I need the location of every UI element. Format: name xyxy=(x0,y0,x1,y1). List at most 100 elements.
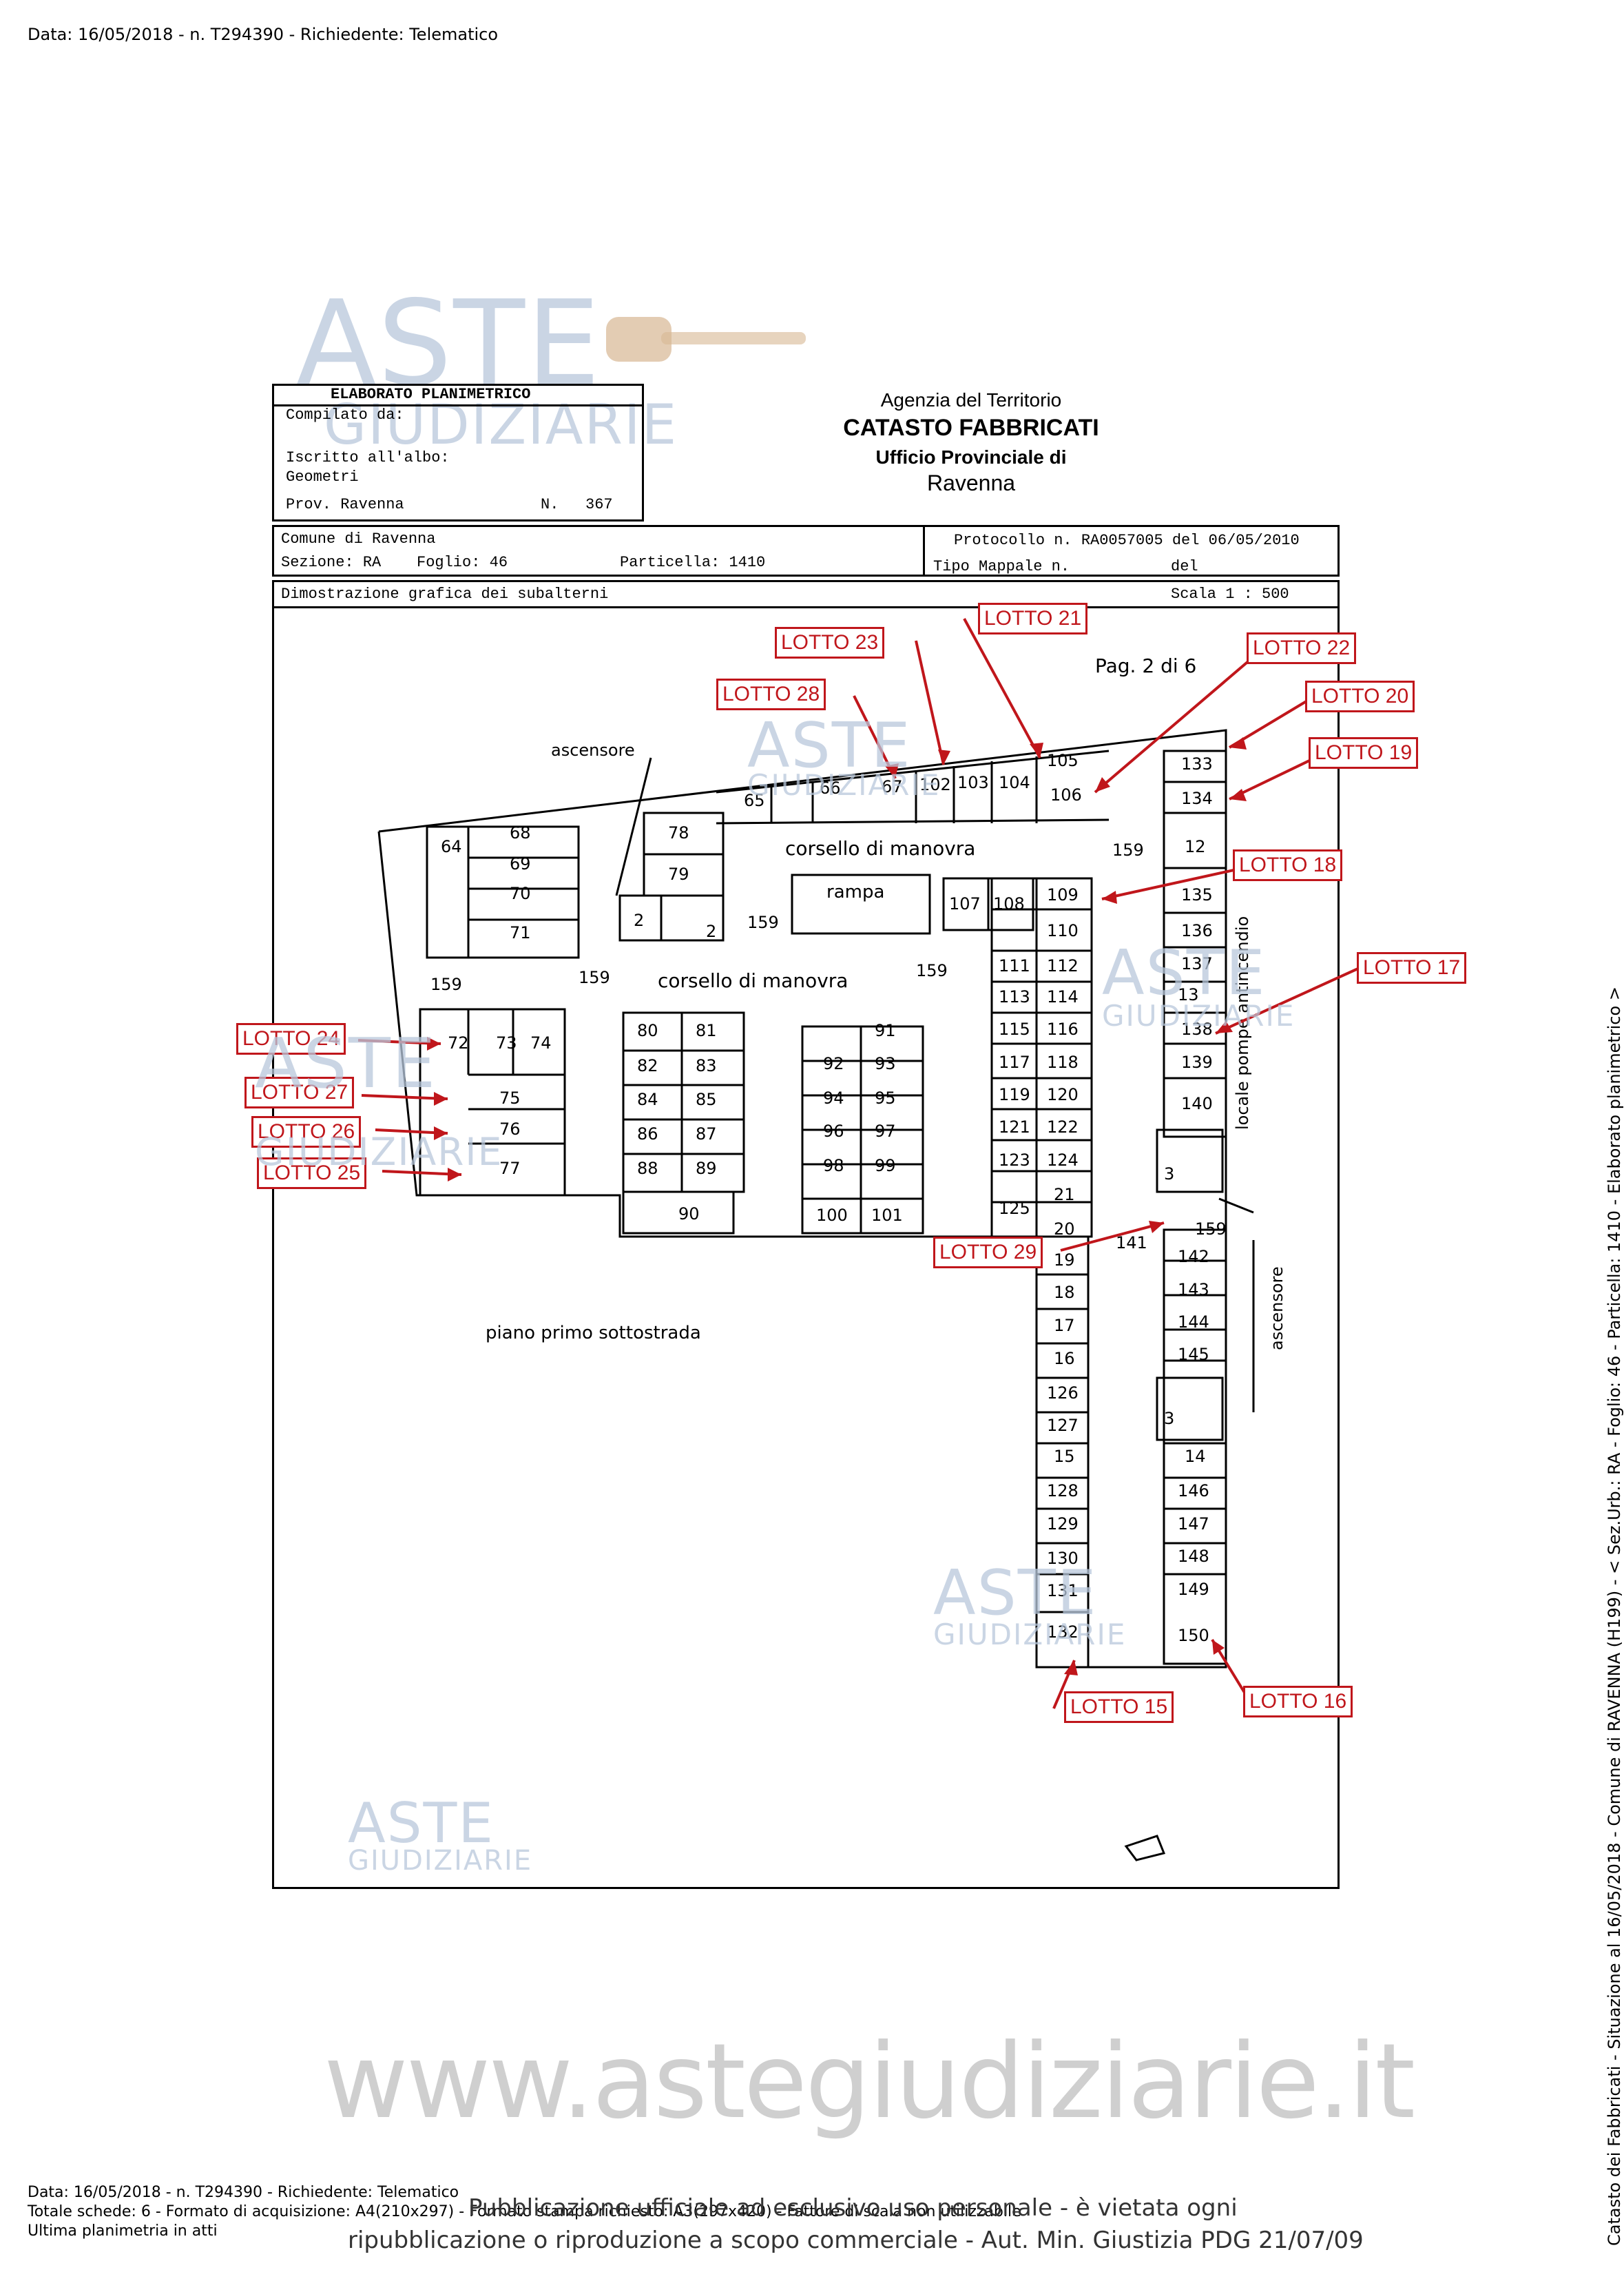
unit-3-b: 3 xyxy=(1164,1409,1175,1428)
sidebar-text: Catasto dei Fabbricati - Situazione al 1… xyxy=(1605,987,1624,2246)
unit-110: 110 xyxy=(1047,921,1079,940)
unit-137: 137 xyxy=(1181,954,1213,973)
lotto-17: LOTTO 17 xyxy=(1357,952,1467,984)
lotto-18: LOTTO 18 xyxy=(1233,849,1343,881)
unit-86: 86 xyxy=(637,1124,658,1144)
watermark-giudiziarie-3: GIUDIZIARIE xyxy=(1102,999,1295,1033)
unit-91: 91 xyxy=(875,1021,896,1040)
foglio: Foglio: 46 xyxy=(417,554,508,571)
unit-122: 122 xyxy=(1047,1117,1079,1137)
unit-159-f: 159 xyxy=(1195,1219,1227,1239)
unit-106: 106 xyxy=(1050,785,1082,805)
unit-100: 100 xyxy=(816,1206,848,1225)
footer-line3: Ultima planimetria in atti xyxy=(28,2222,218,2240)
floor-label: piano primo sottostrada xyxy=(486,1323,701,1343)
lotto-27: LOTTO 27 xyxy=(244,1077,355,1108)
particella: Particella: 1410 xyxy=(620,554,766,571)
lotto-29: LOTTO 29 xyxy=(933,1237,1043,1268)
rampa-label: rampa xyxy=(826,882,885,902)
lotto-28: LOTTO 28 xyxy=(716,679,826,710)
unit-159-c: 159 xyxy=(916,961,948,980)
watermark-giudiziarie-4: GIUDIZIARIE xyxy=(255,1130,503,1174)
lotto-24: LOTTO 24 xyxy=(236,1023,346,1055)
unit-13: 13 xyxy=(1178,985,1199,1004)
lotto-21: LOTTO 21 xyxy=(978,603,1088,634)
unit-82: 82 xyxy=(637,1056,658,1075)
unit-73: 73 xyxy=(496,1033,517,1053)
unit-142: 142 xyxy=(1178,1247,1209,1266)
province: Prov. Ravenna xyxy=(286,496,404,513)
info-box xyxy=(272,525,1340,577)
unit-18: 18 xyxy=(1054,1283,1075,1302)
sezione: Sezione: RA xyxy=(281,554,382,571)
unit-109: 109 xyxy=(1047,885,1079,905)
watermark-aste-6: ASTE xyxy=(348,1791,495,1855)
watermark-aste-5: ASTE xyxy=(933,1557,1098,1629)
watermark-aste-4: ASTE xyxy=(255,1023,437,1104)
unit-134: 134 xyxy=(1181,789,1213,808)
unit-133: 133 xyxy=(1181,754,1213,774)
unit-80: 80 xyxy=(637,1021,658,1040)
unit-123: 123 xyxy=(999,1150,1030,1170)
unit-159-d: 159 xyxy=(579,968,610,987)
gavel-icon xyxy=(606,317,806,362)
unit-78: 78 xyxy=(668,823,689,843)
agency-line4: Ravenna xyxy=(926,471,1016,495)
watermark-aste-2: ASTE xyxy=(747,710,912,782)
unit-81: 81 xyxy=(696,1021,717,1040)
drawing-header-divider xyxy=(272,606,1340,608)
dimostrazione: Dimostrazione grafica dei subalterni xyxy=(281,586,609,603)
unit-104: 104 xyxy=(999,773,1030,792)
del-label: del xyxy=(1171,558,1198,575)
unit-135: 135 xyxy=(1181,885,1213,905)
unit-2-b: 2 xyxy=(706,922,717,941)
unit-79: 79 xyxy=(668,865,689,884)
unit-64: 64 xyxy=(441,837,462,856)
publication-line1: Pubblicazione ufficiale ad esclusivo uso… xyxy=(468,2194,1238,2222)
tipo-mappale: Tipo Mappale n. xyxy=(933,558,1070,575)
lotto-25: LOTTO 25 xyxy=(257,1157,367,1189)
compiled-by: Compilato da: xyxy=(286,406,404,424)
unit-112: 112 xyxy=(1047,956,1079,976)
lotto-23: LOTTO 23 xyxy=(775,627,885,659)
unit-131: 131 xyxy=(1047,1581,1079,1600)
unit-113: 113 xyxy=(999,987,1030,1007)
unit-67: 67 xyxy=(882,777,903,796)
corsello-1: corsello di manovra xyxy=(785,837,976,860)
unit-140: 140 xyxy=(1181,1094,1213,1113)
unit-88: 88 xyxy=(637,1159,658,1178)
unit-114: 114 xyxy=(1047,987,1079,1007)
unit-77: 77 xyxy=(499,1159,521,1178)
unit-19: 19 xyxy=(1054,1250,1075,1270)
unit-99: 99 xyxy=(875,1156,896,1175)
unit-3-a: 3 xyxy=(1164,1164,1175,1184)
unit-75: 75 xyxy=(499,1088,521,1108)
unit-116: 116 xyxy=(1047,1020,1079,1039)
watermark-giudiziarie: GIUDIZIARIE xyxy=(324,393,678,457)
agency-line3: Ufficio Provinciale di xyxy=(875,446,1067,468)
unit-149: 149 xyxy=(1178,1580,1209,1599)
unit-90: 90 xyxy=(678,1204,700,1224)
form-title: ELABORATO PLANIMETRICO xyxy=(331,386,531,403)
watermark-giudiziarie-2: GIUDIZIARIE xyxy=(747,768,941,802)
lotto-16: LOTTO 16 xyxy=(1243,1686,1353,1717)
unit-125: 125 xyxy=(999,1199,1030,1218)
watermark-giudiziarie-5: GIUDIZIARIE xyxy=(933,1618,1127,1651)
unit-102: 102 xyxy=(919,775,951,794)
unit-74: 74 xyxy=(530,1033,552,1053)
unit-2-a: 2 xyxy=(634,911,645,930)
unit-87: 87 xyxy=(696,1124,717,1144)
unit-159-b: 159 xyxy=(747,913,779,932)
unit-141: 141 xyxy=(1116,1233,1147,1252)
unit-70: 70 xyxy=(510,884,531,903)
unit-96: 96 xyxy=(823,1122,844,1141)
unit-127: 127 xyxy=(1047,1416,1079,1435)
watermark-url: www.astegiudiziarie.it xyxy=(324,2022,1415,2142)
unit-85: 85 xyxy=(696,1090,717,1109)
top-header: Data: 16/05/2018 - n. T294390 - Richiede… xyxy=(28,25,499,44)
unit-17: 17 xyxy=(1054,1316,1075,1335)
unit-105: 105 xyxy=(1047,751,1079,770)
unit-69: 69 xyxy=(510,854,531,874)
lotto-19: LOTTO 19 xyxy=(1309,737,1419,769)
